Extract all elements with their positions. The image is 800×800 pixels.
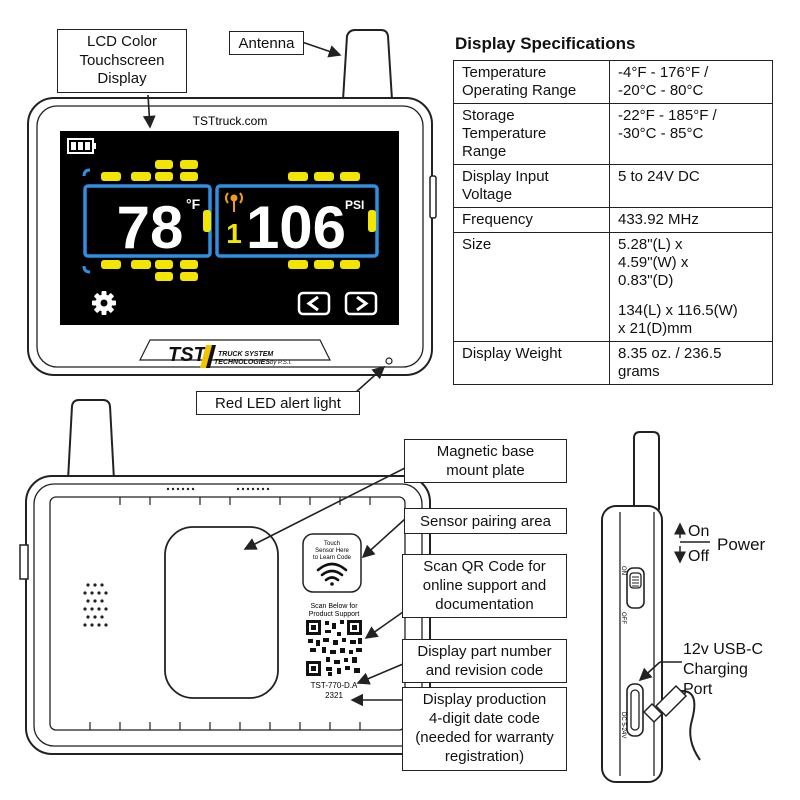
callout-pairing: Sensor pairing area: [404, 508, 567, 534]
signal-icon: [225, 192, 243, 212]
vent-dots-top: [166, 487, 270, 491]
callout-qr: Scan QR Code for online support and docu…: [402, 554, 567, 618]
speaker-grille: [83, 583, 108, 627]
off-label: Off: [688, 548, 710, 565]
device-back: Touch Sensor Here to Learn Code Scan Bel…: [19, 399, 431, 755]
svg-text:DC 5-24V: DC 5-24V: [620, 712, 626, 738]
spec-title: Display Specifications: [455, 34, 636, 53]
brand-url: TSTtruck.com: [193, 114, 268, 128]
chevron-left-icon[interactable]: [297, 291, 331, 316]
on-label: On: [688, 523, 710, 540]
svg-text:TST: TST: [168, 344, 208, 366]
callout-part: Display part number and revision code: [402, 639, 567, 683]
leader-lines: [142, 41, 682, 707]
magnetic-mount-plate: [164, 526, 279, 699]
part-number: TST-770-D.A: [311, 681, 358, 690]
svg-text:Scan Below for: Scan Below for: [310, 603, 358, 610]
svg-text:Touch: Touch: [324, 541, 340, 547]
svg-text:Sensor Here: Sensor Here: [315, 548, 349, 554]
tst-logo: TST TRUCK SYSTEM TECHNOLOGIES by P.S.I.: [168, 344, 292, 368]
svg-text:TRUCK SYSTEM: TRUCK SYSTEM: [218, 351, 273, 358]
chevron-right-icon[interactable]: [344, 291, 378, 316]
callout-lcd: LCD Color Touchscreen Display: [57, 29, 187, 93]
device-side: ON OFF DC 5-24V: [601, 431, 710, 783]
pressure-unit: PSI: [345, 198, 364, 212]
callout-antenna: Antenna: [229, 31, 304, 55]
callout-magnetic: Magnetic base mount plate: [404, 439, 567, 483]
charging-label: 12v USB-C Charging Port: [683, 641, 764, 698]
svg-text:TECHNOLOGIES: TECHNOLOGIES: [214, 359, 270, 366]
qr-code[interactable]: [306, 620, 362, 676]
tire-indicators: [101, 160, 376, 281]
spec-row-frequency: Frequency 433.92 MHz: [453, 207, 773, 233]
svg-text:by P.S.I.: by P.S.I.: [270, 360, 292, 366]
usb-c-port[interactable]: [626, 683, 644, 737]
axle-number: 1: [226, 218, 242, 249]
svg-text:Product Support: Product Support: [309, 611, 360, 618]
back-ribs: [89, 497, 371, 730]
device-front: TSTtruck.com: [27, 29, 437, 376]
gear-icon[interactable]: [92, 291, 116, 315]
pressure-panel: [215, 184, 379, 258]
battery-icon: [67, 138, 96, 154]
svg-text:ON: ON: [620, 566, 626, 575]
lcd-screen[interactable]: [60, 131, 399, 325]
wifi-icon: [316, 562, 348, 586]
on-off-arrows: [674, 522, 710, 564]
temperature-value: 78: [117, 194, 184, 261]
temperature-unit: °F: [186, 196, 201, 212]
usb-c-cable: [642, 684, 701, 761]
callout-led: Red LED alert light: [196, 391, 360, 415]
antenna: [341, 29, 394, 101]
pressure-value: 106: [246, 194, 346, 261]
svg-text:OFF: OFF: [620, 612, 626, 624]
power-label: Power: [717, 535, 766, 554]
date-code: 2321: [325, 691, 343, 700]
callout-date: Display production 4-digit date code (ne…: [402, 687, 567, 771]
led-indicator: [385, 357, 393, 365]
svg-text:to Learn Code: to Learn Code: [313, 555, 352, 561]
